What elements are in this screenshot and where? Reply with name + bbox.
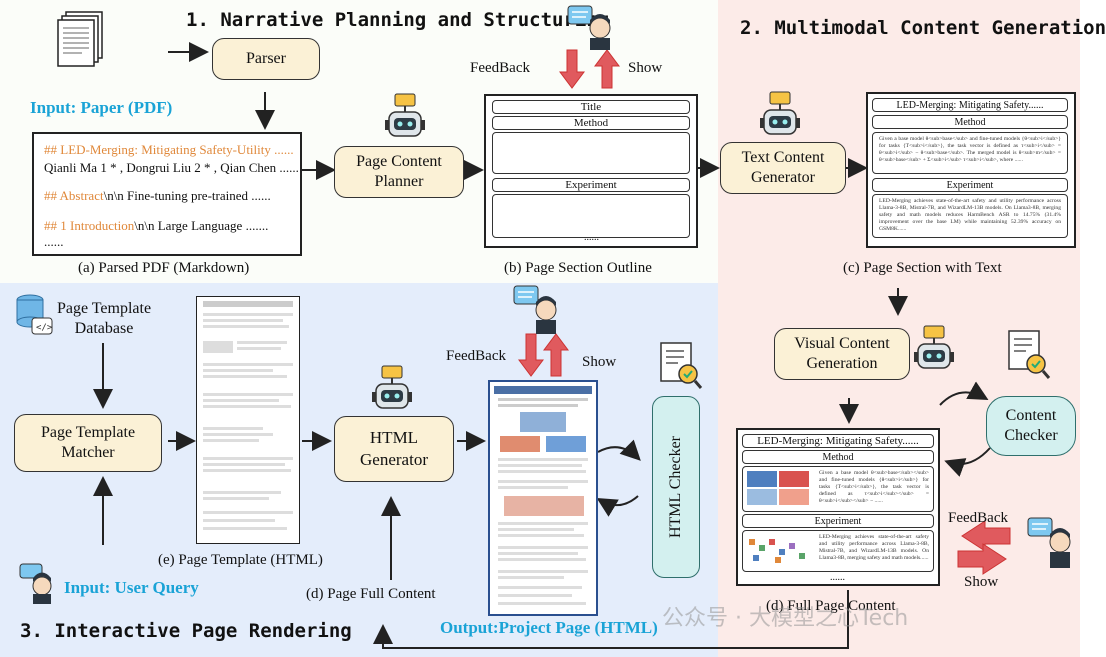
svg-text:</>: </> <box>36 323 53 333</box>
full-doc-experiment: Experiment <box>742 514 934 528</box>
md-authors-line: Qianli Ma 1 * , Dongrui Liu 2 * , Qian C… <box>44 160 299 175</box>
feedback-label-right: FeedBack <box>948 510 1008 526</box>
parser-module: Parser <box>212 38 320 80</box>
section-3-title: 3. Interactive Page Rendering <box>20 620 352 642</box>
section-with-text-doc: LED-Merging: Mitigating Safety...... Met… <box>866 92 1076 248</box>
caption-c: (c) Page Section with Text <box>843 260 1002 276</box>
input-paper-label: Input: Paper (PDF) <box>30 98 173 117</box>
outline-method-section: Method <box>492 116 690 130</box>
caption-a: (a) Parsed PDF (Markdown) <box>78 260 250 276</box>
watermark: 公众号 · 大模型之心Tech <box>662 606 909 631</box>
text-doc-experiment-body: LED-Merging achieves state-of-the-art sa… <box>872 194 1068 238</box>
text-doc-method: Method <box>872 115 1068 129</box>
outline-title-section: Title <box>492 100 690 114</box>
parsed-markdown-doc: ## LED-Merging: Mitigating Safety-Utilit… <box>32 132 302 256</box>
full-doc-method-body: Given a base model θ<sub>base</sub></sub… <box>742 466 934 512</box>
md-title-line: ## LED-Merging: Mitigating Safety-Utilit… <box>44 142 294 157</box>
outline-experiment-body <box>492 194 690 238</box>
robot-icon <box>372 365 412 409</box>
user-avatar-icon <box>19 563 52 604</box>
caption-e: (e) Page Template (HTML) <box>158 552 323 568</box>
full-doc-experiment-body: LED-Merging achieves state-of-the-art sa… <box>742 530 934 572</box>
page-template-screenshot <box>196 296 300 544</box>
full-doc-ellipsis: ...... <box>830 572 845 583</box>
show-label-bottom: Show <box>582 354 617 370</box>
checklist-magnifier-icon <box>660 342 703 389</box>
robot-icon <box>760 91 800 135</box>
show-label-right: Show <box>964 574 999 590</box>
scatter-figure <box>747 535 811 567</box>
full-doc-method: Method <box>742 450 934 464</box>
outline-experiment-section: Experiment <box>492 178 690 192</box>
user-avatar-icon <box>567 5 611 50</box>
robot-icon <box>914 325 954 369</box>
full-page-content-doc: LED-Merging: Mitigating Safety...... Met… <box>736 428 940 586</box>
section-1-title: 1. Narrative Planning and Structuring <box>186 9 610 31</box>
outline-ellipsis: ...... <box>584 232 599 243</box>
md-abstract-line: ## Abstract\n\n Fine-tuning pre-trained … <box>44 188 271 203</box>
md-ellipsis: ...... <box>44 234 64 249</box>
text-doc-experiment: Experiment <box>872 178 1068 192</box>
section-outline-doc: Title Method Experiment ...... <box>484 94 698 248</box>
feedback-label-top: FeedBack <box>470 60 530 76</box>
checklist-magnifier-icon <box>1008 330 1051 379</box>
show-label-top: Show <box>628 60 663 76</box>
input-user-query-label: Input: User Query <box>64 578 199 597</box>
text-doc-title: LED-Merging: Mitigating Safety...... <box>872 98 1068 112</box>
html-checker-module: HTML Checker <box>652 396 700 578</box>
text-doc-method-body: Given a base model θ<sub>base</sub> and … <box>872 132 1068 174</box>
outline-method-body <box>492 132 690 174</box>
user-avatar-icon <box>1027 517 1071 568</box>
robot-icon <box>385 93 425 137</box>
database-icon: </> <box>16 294 53 335</box>
caption-d-page-full-content: (d) Page Full Content <box>306 586 436 602</box>
feedback-label-bottom: FeedBack <box>446 348 506 364</box>
heatmap-figure <box>747 471 811 507</box>
full-doc-title: LED-Merging: Mitigating Safety...... <box>742 434 934 448</box>
paper-stack-icon <box>57 11 103 67</box>
caption-b: (b) Page Section Outline <box>504 260 652 276</box>
connector-arrows <box>93 42 1011 649</box>
user-avatar-icon <box>513 285 557 334</box>
section-2-title: 2. Multimodal Content Generation <box>740 17 1106 39</box>
output-project-page-screenshot <box>488 380 598 616</box>
caption-d-full-page: (d) Full Page Content <box>766 598 896 614</box>
output-project-page-label: Output:Project Page (HTML) <box>440 618 658 637</box>
md-intro-line: ## 1 Introduction\n\n Large Language ...… <box>44 218 269 233</box>
